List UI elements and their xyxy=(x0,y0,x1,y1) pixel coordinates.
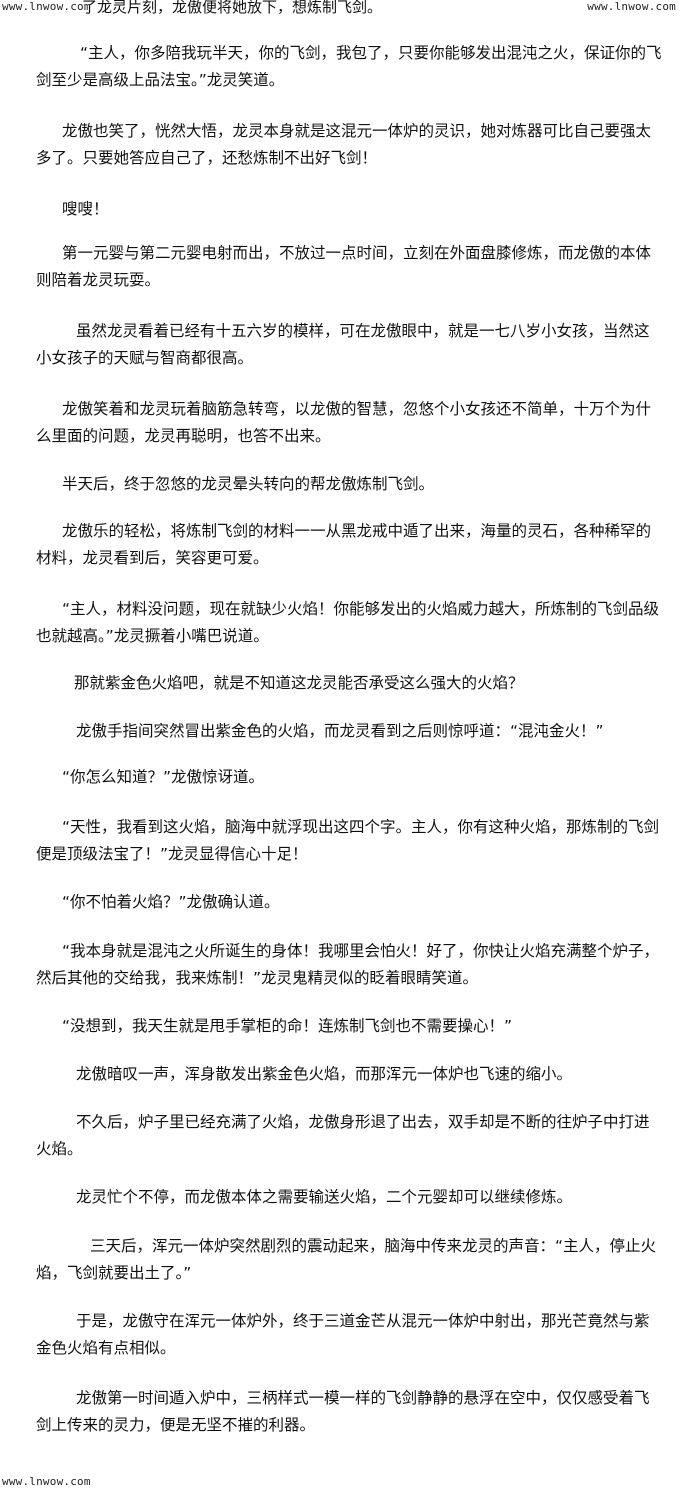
paragraph: 不久后，炉子里已经充满了火焰，龙傲身形退了出去，双手却是不断的往炉子中打进火焰。 xyxy=(36,1113,650,1158)
paragraph: 龙傲也笑了，恍然大悟，龙灵本身就是这混元一体炉的灵识，她对炼器可比自己要强太多了… xyxy=(36,122,652,167)
paragraph: “你不怕着火焰？”龙傲确认道。 xyxy=(62,893,280,911)
paragraph: 龙傲笑着和龙灵玩着脑筋急转弯，以龙傲的智慧，忽悠个小女孩还不简单，十万个为什么里… xyxy=(36,400,652,445)
top-partial-line: 了龙灵片刻，龙傲便将她放下，想炼制飞剑。 xyxy=(82,0,383,16)
paragraph: “没想到，我天生就是甩手掌柜的命！连炼制飞剑也不需要操心！” xyxy=(62,1017,513,1035)
paragraph: 三天后，浑元一体炉突然剧烈的震动起来，脑海中传来龙灵的声音：“主人，停止火焰，飞… xyxy=(36,1237,657,1282)
paragraph: 于是，龙傲守在浑元一体炉外，终于三道金芒从混元一体炉中射出，那光芒竟然与紫金色火… xyxy=(36,1312,650,1357)
paragraph: “主人，材料没问题，现在就缺少火焰！你能够发出的火焰威力越大，所炼制的飞剑品级也… xyxy=(36,600,660,645)
paragraph: 龙傲手指间突然冒出紫金色的火焰，而龙灵看到之后则惊呼道：“混沌金火！” xyxy=(76,722,604,740)
paragraph: 嗖嗖！ xyxy=(62,200,109,218)
watermark-top-left: www.lnwow.com xyxy=(2,0,91,13)
watermark-bottom-left: www.lnwow.com xyxy=(2,1475,91,1488)
paragraph: 龙灵忙个不停，而龙傲本体之需要输送火焰，二个元婴却可以继续修炼。 xyxy=(76,1188,573,1206)
paragraph: 虽然龙灵看着已经有十五六岁的模样，可在龙傲眼中，就是一七八岁小女孩，当然这小女孩… xyxy=(36,322,650,367)
paragraph: 半天后，终于忽悠的龙灵晕头转向的帮龙傲炼制飞剑。 xyxy=(62,475,435,493)
paragraph: 那就紫金色火焰吧，就是不知道这龙灵能否承受这么强大的火焰？ xyxy=(74,674,524,692)
watermark-top-right: www.lnwow.com xyxy=(587,0,676,13)
paragraph: 第一元婴与第二元婴电射而出，不放过一点时间，立刻在外面盘膝修炼，而龙傲的本体则陪… xyxy=(36,244,652,289)
paragraph: “主人，你多陪我玩半天，你的飞剑，我包了，只要你能够发出混沌之火，保证你的飞剑至… xyxy=(36,44,662,89)
paragraph: “我本身就是混沌之火所诞生的身体！我哪里会怕火！好了，你快让火焰充满整个炉子，然… xyxy=(36,942,660,987)
paragraph: 龙傲乐的轻松，将炼制飞剑的材料一一从黑龙戒中遁了出来，海量的灵石，各种稀罕的材料… xyxy=(36,522,652,567)
paragraph: “你怎么知道？”龙傲惊讶道。 xyxy=(62,768,265,786)
paragraph: “天性，我看到这火焰，脑海中就浮现出这四个字。主人，你有这种火焰，那炼制的飞剑便… xyxy=(36,818,660,863)
paragraph: 龙傲暗叹一声，浑身散发出紫金色火焰，而那浑元一体炉也飞速的缩小。 xyxy=(76,1065,573,1083)
paragraph: 龙傲第一时间遁入炉中，三柄样式一模一样的飞剑静静的悬浮在空中，仅仅感受着飞剑上传… xyxy=(36,1389,650,1434)
